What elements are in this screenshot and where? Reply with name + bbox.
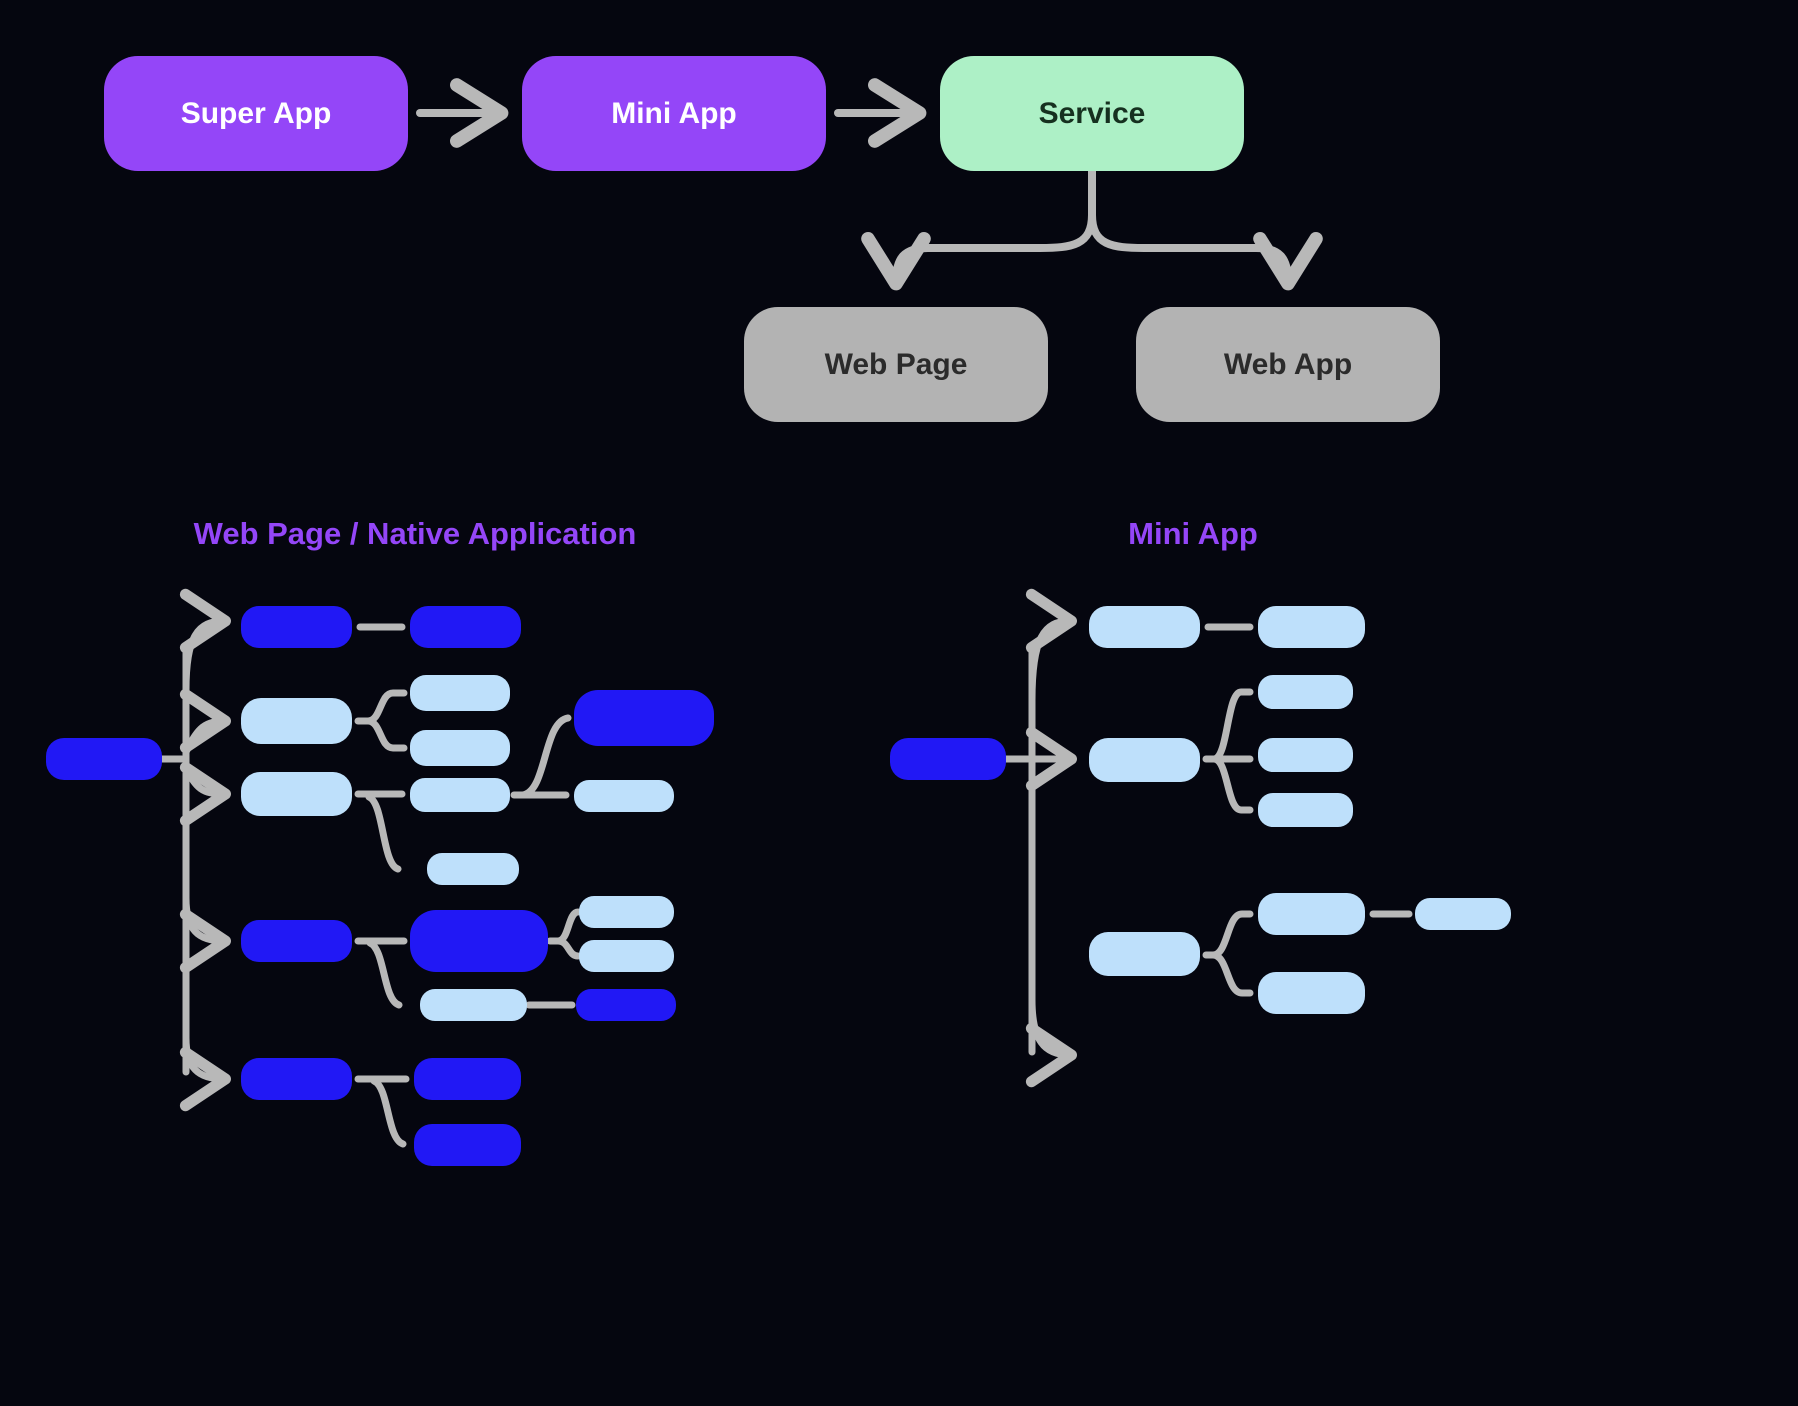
flow-node-super-app-label: Super App bbox=[181, 97, 332, 130]
right-tree-connectors bbox=[1002, 588, 1413, 1088]
right-tree-pill-b2[interactable] bbox=[1089, 738, 1200, 782]
flow-node-super-app-shape bbox=[104, 56, 408, 171]
right-brace-b2-lower bbox=[1210, 755, 1254, 814]
left-branch-arrow-2 bbox=[179, 688, 231, 756]
left-tree-pill-b4a1[interactable] bbox=[579, 896, 674, 928]
right-tree-pill-b1a[interactable] bbox=[1258, 606, 1365, 648]
left-tree-pill-b5[interactable] bbox=[241, 1058, 352, 1100]
left-branch-arrow-3 bbox=[179, 761, 231, 827]
left-tree-pill-b2a[interactable] bbox=[410, 675, 510, 711]
left-brace-b2-lower bbox=[364, 717, 408, 752]
left-tree-connectors bbox=[158, 588, 582, 1148]
left-tree-pills bbox=[46, 606, 714, 1166]
flow-node-mini-app-label: Mini App bbox=[611, 97, 737, 130]
left-tree-pill-b4a2[interactable] bbox=[579, 940, 674, 972]
right-tree-pill-b3[interactable] bbox=[1089, 932, 1200, 976]
left-tree-pill-b3a[interactable] bbox=[410, 778, 510, 812]
left-curve-b3a-b3a1 bbox=[519, 714, 572, 799]
arrow-service-to-web-app bbox=[1088, 167, 1323, 291]
flow-node-web-page-label: Web Page bbox=[825, 348, 968, 381]
left-tree-root-pill[interactable] bbox=[46, 738, 162, 780]
right-tree-root-pill[interactable] bbox=[890, 738, 1006, 780]
right-tree-pills bbox=[890, 606, 1511, 1014]
flow-connectors bbox=[416, 78, 1323, 291]
left-brace-b4a-lower bbox=[554, 937, 582, 960]
left-tree-pill-b1a[interactable] bbox=[410, 606, 521, 648]
right-tree-pill-b2a[interactable] bbox=[1258, 675, 1353, 709]
right-branch-arrow-1 bbox=[1025, 588, 1077, 704]
left-tree-pill-b5a[interactable] bbox=[414, 1058, 521, 1100]
left-tree-pill-b3b[interactable] bbox=[427, 853, 519, 885]
flow-node-mini-app-shape bbox=[522, 56, 826, 171]
left-tree-pill-b4b1[interactable] bbox=[576, 989, 676, 1021]
left-branch-arrow-5 bbox=[179, 1034, 231, 1112]
left-branch-arrow-1 bbox=[179, 588, 231, 694]
left-tree-pill-b3a2[interactable] bbox=[574, 780, 674, 812]
flow-node-web-page[interactable]: Web Page bbox=[744, 307, 1048, 422]
right-brace-b3-lower bbox=[1209, 951, 1254, 997]
section-title-left-tree: Web Page / Native Application bbox=[194, 516, 637, 551]
right-tree-pill-b2b[interactable] bbox=[1258, 738, 1353, 772]
right-tree-pill-b3b[interactable] bbox=[1258, 972, 1365, 1014]
left-tree-pill-b5b[interactable] bbox=[414, 1124, 521, 1166]
flow-nodes: Super App Mini App Service Web Page Web … bbox=[104, 56, 1440, 422]
right-tree-pill-b3a1[interactable] bbox=[1415, 898, 1511, 930]
left-tree-pill-b4a[interactable] bbox=[410, 910, 548, 972]
flow-node-service-label: Service bbox=[1039, 97, 1146, 130]
flow-node-web-app[interactable]: Web App bbox=[1136, 307, 1440, 422]
flow-node-super-app[interactable]: Super App bbox=[104, 56, 408, 171]
right-tree-pill-b3a[interactable] bbox=[1258, 893, 1365, 935]
left-curve-b4-b4b bbox=[366, 939, 403, 1009]
flow-node-mini-app[interactable]: Mini App bbox=[522, 56, 826, 171]
right-tree-pill-b2c[interactable] bbox=[1258, 793, 1353, 827]
left-tree-pill-b2b[interactable] bbox=[410, 730, 510, 766]
flow-node-service[interactable]: Service bbox=[940, 56, 1244, 171]
left-tree-pill-b4[interactable] bbox=[241, 920, 352, 962]
left-tree-pill-b2[interactable] bbox=[241, 698, 352, 744]
section-title-right-tree: Mini App bbox=[1128, 516, 1258, 551]
left-tree-pill-b1[interactable] bbox=[241, 606, 352, 648]
arrow-service-to-web-page bbox=[861, 167, 1096, 291]
flow-node-web-app-shape bbox=[1136, 307, 1440, 422]
right-tree-pill-b1[interactable] bbox=[1089, 606, 1200, 648]
left-curve-b3-b3b bbox=[365, 793, 402, 873]
flow-node-web-app-label: Web App bbox=[1224, 348, 1352, 381]
flow-node-web-page-shape bbox=[744, 307, 1048, 422]
left-branch-arrow-4 bbox=[179, 894, 231, 974]
left-curve-b5-b5b bbox=[370, 1077, 407, 1148]
left-tree-pill-b3a1[interactable] bbox=[574, 690, 714, 746]
left-tree-pill-b4b[interactable] bbox=[420, 989, 527, 1021]
flow-node-service-shape bbox=[940, 56, 1244, 171]
right-branch-arrow-3 bbox=[1025, 996, 1077, 1088]
left-tree-pill-b3[interactable] bbox=[241, 772, 352, 816]
